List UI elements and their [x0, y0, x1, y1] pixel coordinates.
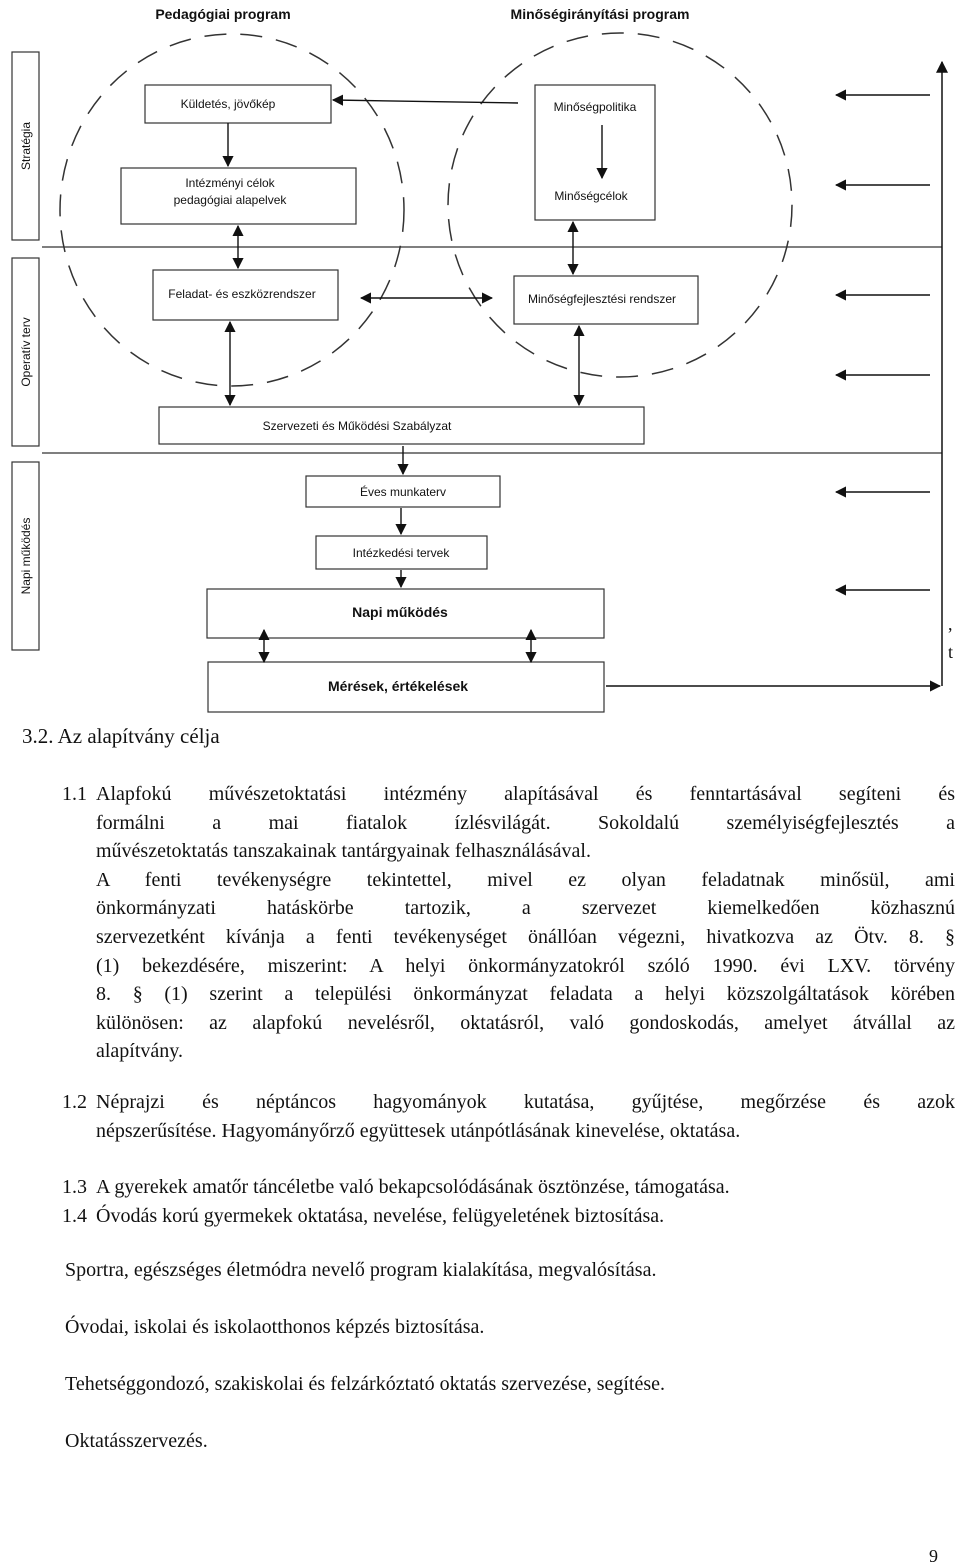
item-line: művészetoktatás tanszakainak tantárgyain… — [96, 840, 591, 863]
item-line: A gyerekek amatőr táncéletbe való bekapc… — [96, 1176, 730, 1198]
item-line: népszerűsítése. Hagyományőrző együttesek… — [96, 1119, 741, 1142]
item-line: szervezetként kívánja a fenti tevékenysé… — [96, 925, 955, 948]
item-line: formálni a mai fiatalok ízlésvilágát. So… — [96, 811, 955, 834]
section-heading-title: Az alapítvány célja — [57, 724, 220, 748]
box-feladat-eszkozrendszer — [152, 269, 339, 321]
side-label-strategia: Stratégia — [19, 122, 33, 170]
item-line: (1) bekezdésére, miszerint: A helyi önko… — [96, 954, 955, 977]
box-minosegcelok-label: Minőségcélok — [554, 189, 628, 203]
extra-line: Sportra, egészséges életmódra nevelő pro… — [65, 1259, 657, 1281]
item-line: Alapfokú művészetoktatási intézmény alap… — [96, 783, 955, 805]
header-minosegiranyitasi-program: Minőségirányítási program — [511, 6, 690, 22]
box-minosegpolitika-label: Minőségpolitika — [554, 100, 637, 114]
box-feladat-label: Feladat- és eszközrendszer — [168, 287, 315, 301]
side-label-napi-mukodes: Napi működés — [19, 518, 33, 595]
item-line: önkormányzati hatáskörbe tartozik, a sze… — [96, 897, 955, 920]
header-pedagogiai-program: Pedagógiai program — [155, 6, 290, 22]
side-label-operativ-terv: Operatív terv — [19, 317, 33, 386]
stray-letter: t — [948, 642, 954, 662]
item-line: Néprajzi és néptáncos hagyományok kutatá… — [96, 1091, 955, 1113]
item-number: 1.3 — [62, 1176, 87, 1198]
box-minosegfejlesztesi — [513, 275, 699, 325]
stray-comma: , — [948, 614, 953, 634]
side-box-strategia — [11, 51, 40, 241]
box-meresek-ertekelesek — [207, 661, 605, 713]
box-intezmenyi-celok-label-2: pedagógiai alapelvek — [174, 193, 288, 207]
box-szmsz — [158, 406, 645, 445]
box-napi-mukodes — [206, 588, 605, 639]
box-intezmenyi-celok-label-1: Intézményi célok — [185, 176, 275, 190]
box-minosegpolitika-celok — [534, 84, 656, 221]
box-intezkedesi-tervek — [315, 535, 488, 570]
extra-line: Oktatásszervezés. — [65, 1430, 208, 1452]
item-1-4: 1.4 Óvodás korú gyermekek oktatása, neve… — [62, 1202, 955, 1231]
extra-line: Tehetséggondozó, szakiskolai és felzárkó… — [65, 1373, 666, 1395]
item-line: Óvodás korú gyermekek oktatása, nevelése… — [96, 1205, 665, 1227]
box-eves-munkaterv — [305, 475, 501, 508]
item-1-2: 1.2 Néprajzi és néptáncos hagyományok ku… — [62, 1088, 955, 1145]
box-kuldetes-label: Küldetés, jövőkép — [181, 97, 276, 111]
section-heading-number: 3.2. — [22, 724, 54, 748]
box-intezmenyi-celok — [120, 167, 357, 225]
box-szmsz-label: Szervezeti és Működési Szabályzat — [263, 419, 452, 433]
quality-management-diagram: Pedagógiai program Minőségirányítási pro… — [11, 6, 948, 713]
item-number: 1.2 — [62, 1091, 87, 1113]
box-minosegfejlesztesi-label: Minőségfejlesztési rendszer — [528, 292, 676, 306]
item-1-1: 1.1 Alapfokú művészetoktatási intézmény … — [62, 780, 955, 1066]
item-number: 1.4 — [62, 1205, 87, 1227]
arrow-kuldetes-minosegpolitika — [331, 94, 519, 106]
item-line: 8. § (1) szerint a települési önkormányz… — [96, 983, 955, 1006]
box-eves-label: Éves munkaterv — [360, 484, 446, 499]
box-intezkedesi-label: Intézkedési tervek — [353, 546, 451, 560]
box-meresek-label: Mérések, értékelések — [328, 678, 468, 694]
box-napi-label: Napi működés — [352, 604, 448, 620]
item-line: alapítvány. — [96, 1040, 184, 1063]
minosegiranyitasi-ellipse — [447, 32, 793, 378]
box-kuldetes — [144, 84, 332, 124]
section-heading: 3.2. Az alapítvány célja — [22, 724, 220, 749]
item-line: A fenti tevékenységre tekintettel, mivel… — [96, 868, 955, 891]
item-1-3: 1.3 A gyerekek amatőr táncéletbe való be… — [62, 1173, 955, 1202]
side-box-operativ-terv — [11, 257, 40, 447]
page-number: 9 — [929, 1546, 938, 1566]
extra-line: Óvodai, iskolai és iskolaotthonos képzés… — [65, 1316, 485, 1338]
side-box-napi-mukodes — [11, 461, 40, 651]
item-number: 1.1 — [62, 783, 87, 805]
item-line: különösen: az alapfokú nevelésről, oktat… — [96, 1011, 955, 1034]
